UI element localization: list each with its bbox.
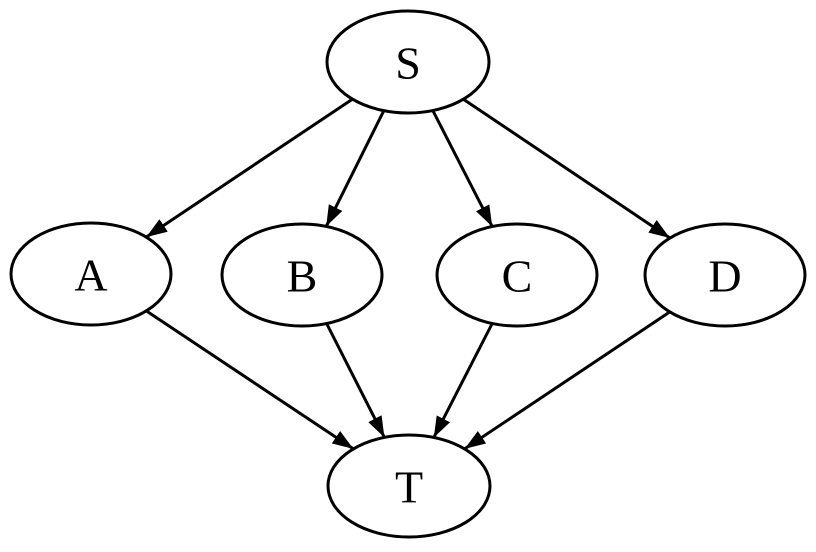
node-ellipse-B [220,222,384,328]
edge-S-C [431,109,494,228]
node-ellipse-S [325,9,491,115]
node-label-D: D [708,251,741,302]
node-ellipse-A [9,221,173,327]
node-label-T: T [395,462,423,513]
edges-layer [145,97,671,451]
node-S: S [325,9,491,115]
edge-D-T [463,310,671,451]
node-ellipse-C [435,222,599,328]
node-ellipse-D [643,222,807,328]
edge-A-T [145,309,355,451]
edge-S-A [145,97,354,239]
node-label-A: A [74,250,107,301]
node-B: B [220,222,384,328]
node-label-S: S [395,38,421,89]
node-label-C: C [502,251,533,302]
node-D: D [643,222,807,328]
nodes-layer: S A B C D T [9,9,807,539]
node-C: C [435,222,599,328]
node-ellipse-T [326,433,492,539]
edge-S-B [324,110,386,228]
node-T: T [326,433,492,539]
edge-C-T [432,322,494,439]
edge-B-T [325,322,386,439]
node-label-B: B [287,251,318,302]
edge-S-D [462,97,671,240]
node-A: A [9,221,173,327]
